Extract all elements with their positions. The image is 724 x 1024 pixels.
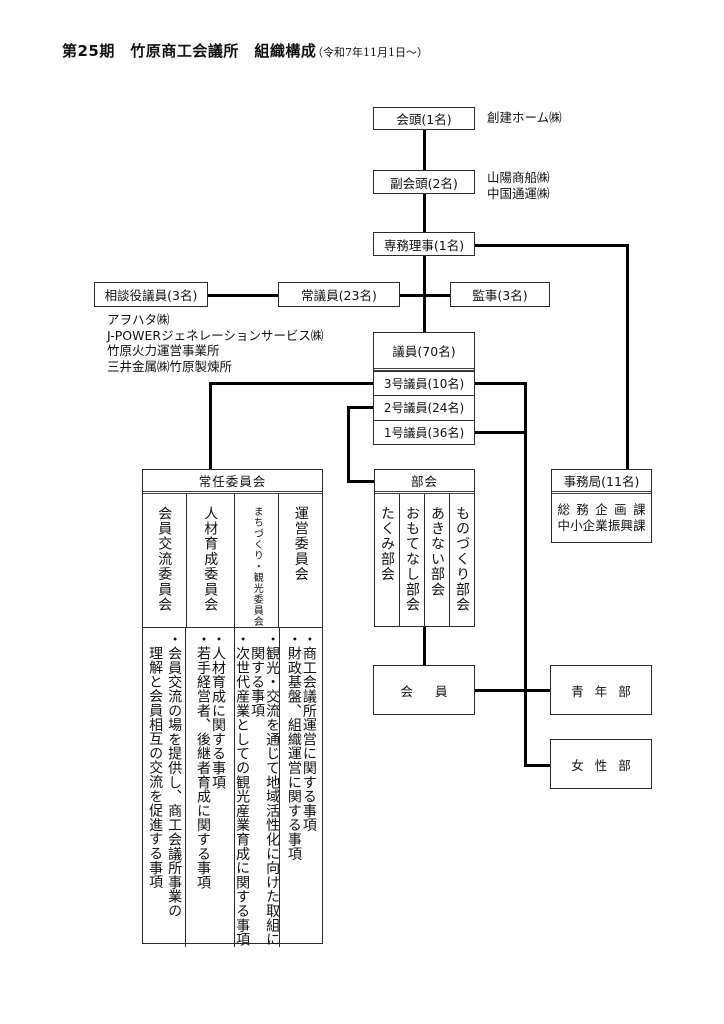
committee-duty-line: ・次世代産業としての観光産業育成に関する事項 [234, 632, 251, 947]
committee-duties: ・人材育成に関する事項・若手経営者、後継者育成に関する事項 [195, 628, 226, 947]
connector-line [524, 382, 527, 766]
advisors-box: 相談役議員(3名) [94, 282, 208, 307]
connector-line [209, 382, 373, 385]
committee-names-row: 会員交流委員会 人材育成委員会 まちづくり・観光委員会 運営委員会 [143, 494, 322, 628]
general-members-label: 会員 [400, 683, 470, 699]
connector-line [400, 294, 450, 297]
advisor-member: J-POWERジェネレーションサービス㈱ [107, 327, 324, 343]
connector-line [209, 382, 212, 469]
committee-duties: ・観光・交流を通じて地域活性化に向けた取組に関する事項・次世代産業としての観光産… [234, 628, 281, 947]
managing-director-box: 専務理事(1名) [373, 232, 475, 256]
advisor-member: アヲハタ㈱ [107, 312, 170, 327]
council-class-2: 2号議員(24名) [374, 395, 474, 419]
secretariat-box: 事務局(11名) 総務企画課 中小企業振興課 [551, 469, 652, 543]
chairman-label: 会頭(1名) [396, 112, 452, 127]
advisors-label: 相談役議員(3名) [104, 288, 198, 303]
division-name: あきない部会 [429, 506, 445, 598]
connector-line [423, 627, 426, 665]
vice-chairman-member: 山陽商船㈱ [487, 170, 550, 185]
committee-duty-line: ・会員交流の場を提供し、商工会議所事業の [166, 632, 183, 918]
connector-line [423, 130, 426, 170]
committee-duties: ・会員交流の場を提供し、商工会議所事業の理解と会員相互の交流を促進する事項 [145, 628, 183, 947]
committee-name-cell: 運営委員会 [278, 494, 322, 627]
page-title: 第25期 竹原商工会議所 組織構成 [62, 42, 317, 60]
divisions-label: 部会 [375, 470, 474, 494]
committee-duty-line: ・観光・交流を通じて地域活性化に向けた取組に [264, 632, 281, 947]
vice-chairman-label: 副会頭(2名) [390, 175, 458, 191]
standing-committees-label: 常任委員会 [143, 470, 322, 494]
division-cell: ものづくり部会 [449, 494, 474, 626]
connector-line [524, 764, 550, 767]
committee-name: 会員交流委員会 [156, 506, 173, 613]
connector-line [475, 431, 525, 434]
committee-duties-cell: ・会員交流の場を提供し、商工会議所事業の理解と会員相互の交流を促進する事項 [143, 628, 185, 947]
vice-chairman-members: 山陽商船㈱ 中国通運㈱ [487, 170, 550, 201]
standing-members-label: 常議員(23名) [301, 288, 377, 303]
committee-name: まちづくり・観光委員会 [251, 506, 263, 627]
committee-duty-line: 理解と会員相互の交流を促進する事項 [147, 646, 164, 890]
standing-committees-box: 常任委員会 会員交流委員会 人材育成委員会 まちづくり・観光委員会 運営委員会 … [142, 469, 323, 947]
committee-duties-row: ・会員交流の場を提供し、商工会議所事業の理解と会員相互の交流を促進する事項 ・人… [143, 628, 322, 947]
general-members-box: 会員 [373, 665, 475, 715]
connector-line [475, 382, 525, 385]
women-division-label: 女性部 [571, 757, 642, 773]
youth-division-box: 青年部 [550, 665, 652, 715]
connector-line [475, 244, 628, 247]
connector-line [475, 689, 550, 692]
advisors-members: アヲハタ㈱ J-POWERジェネレーションサービス㈱ 竹原火力運営事業所 三井金… [107, 312, 323, 374]
secretariat-sections: 総務企画課 中小企業振興課 [552, 494, 651, 542]
council-label: 議員(70名) [374, 333, 474, 371]
connector-line [626, 244, 629, 469]
committee-name: 運営委員会 [292, 506, 309, 582]
youth-division-label: 青年部 [571, 683, 642, 699]
divisions-row: たくみ部会 おもてなし部会 あきない部会 ものづくり部会 [375, 494, 474, 626]
chairman-member: 創建ホーム㈱ [487, 110, 562, 125]
women-division-box: 女性部 [550, 739, 652, 789]
auditors-box: 監事(3名) [450, 282, 550, 307]
committee-duty-line: ・財政基盤、組織運営に関する事項 [285, 632, 302, 861]
vice-chairman-member: 中国通運㈱ [487, 185, 550, 201]
effective-date: （令和7年11月1日～） [312, 46, 428, 59]
connector-line [347, 406, 373, 409]
committee-name-cell: 人材育成委員会 [185, 494, 234, 627]
committee-duty-line: ・人材育成に関する事項 [210, 632, 226, 790]
managing-director-label: 専務理事(1名) [383, 237, 465, 253]
division-cell: あきない部会 [424, 494, 449, 626]
council-class-1: 1号議員(36名) [374, 419, 474, 444]
committee-name-cell: 会員交流委員会 [143, 494, 186, 627]
division-name: おもてなし部会 [404, 506, 420, 613]
committee-duties-cell: ・商工会議所運営に関する事項・財政基盤、組織運営に関する事項 [278, 628, 322, 947]
chairman-box: 会頭(1名) [373, 107, 475, 130]
division-name: ものづくり部会 [454, 506, 470, 613]
connector-line [423, 194, 426, 232]
advisor-member: 竹原火力運営事業所 [107, 343, 220, 358]
division-cell: たくみ部会 [375, 494, 399, 626]
connector-line [208, 294, 278, 297]
committee-duties: ・商工会議所運営に関する事項・財政基盤、組織運営に関する事項 [285, 628, 317, 947]
secretariat-label: 事務局(11名) [552, 470, 651, 494]
divisions-box: 部会 たくみ部会 おもてなし部会 あきない部会 ものづくり部会 [374, 469, 475, 627]
committee-duties-cell: ・観光・交流を通じて地域活性化に向けた取組に関する事項・次世代産業としての観光産… [233, 628, 281, 947]
council-box: 議員(70名) 3号議員(10名) 2号議員(24名) 1号議員(36名) [373, 332, 475, 445]
committee-name-cell: まちづくり・観光委員会 [233, 494, 279, 627]
connector-line [347, 406, 350, 482]
committee-duty-line: ・若手経営者、後継者育成に関する事項 [195, 632, 211, 890]
committee-duty-line: 関する事項 [249, 646, 266, 718]
advisor-member: 三井金属㈱竹原製煉所 [107, 358, 233, 374]
committee-duty-line: ・商工会議所運営に関する事項 [300, 632, 317, 833]
committee-name: 人材育成委員会 [202, 506, 219, 613]
division-name: たくみ部会 [379, 506, 395, 582]
standing-members-box: 常議員(23名) [278, 282, 400, 307]
connector-line [347, 480, 374, 483]
division-cell: おもてなし部会 [399, 494, 424, 626]
vice-chairman-box: 副会頭(2名) [373, 170, 475, 194]
secretariat-section: 中小企業振興課 [557, 518, 646, 533]
secretariat-section: 総務企画課 [557, 502, 646, 517]
council-class-3: 3号議員(10名) [374, 371, 474, 395]
auditors-label: 監事(3名) [472, 288, 528, 303]
committee-duties-cell: ・人材育成に関する事項・若手経営者、後継者育成に関する事項 [185, 628, 233, 947]
